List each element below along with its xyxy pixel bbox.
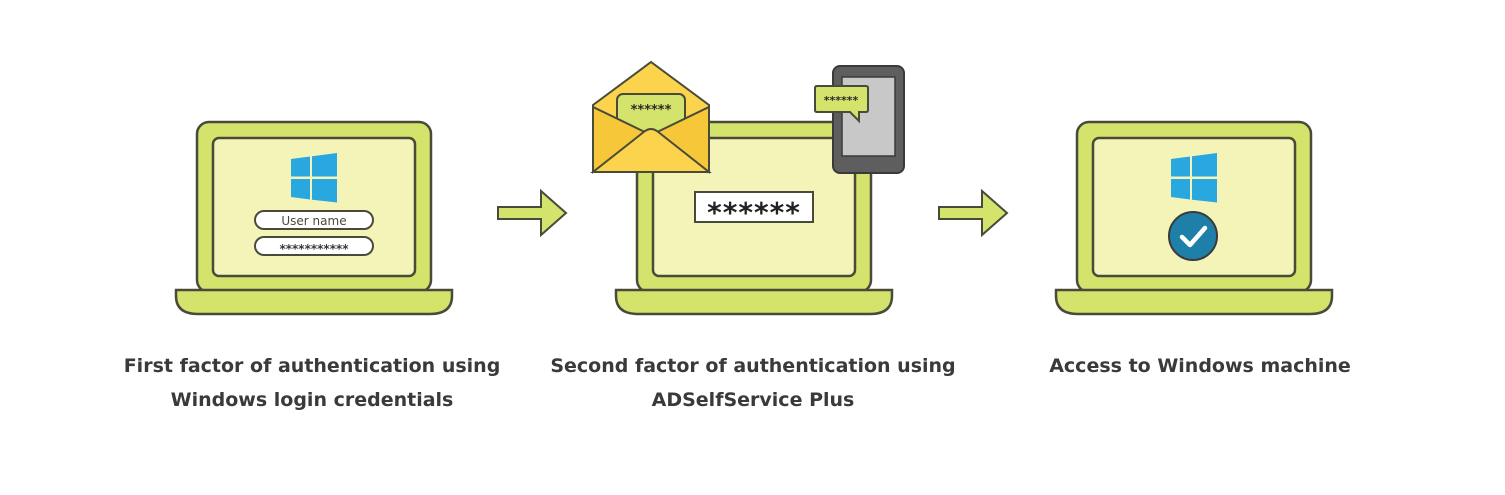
caption-step-3: Access to Windows machine	[970, 349, 1430, 383]
laptop-step-1: User name ***********	[174, 120, 454, 316]
username-placeholder: User name	[281, 214, 346, 228]
password-mask: ***********	[279, 242, 349, 256]
email-code: ******	[631, 103, 672, 118]
password-field	[254, 236, 374, 256]
envelope-icon: ******	[590, 60, 712, 174]
username-field	[254, 210, 374, 230]
code-entry-field	[694, 191, 814, 223]
caption-step-1-line-2: Windows login credentials	[170, 389, 454, 411]
caption-step-1: First factor of authentication using Win…	[82, 349, 542, 417]
laptop-step-3	[1054, 120, 1334, 316]
caption-step-1-line-1: First factor of authentication using	[123, 355, 501, 377]
check-circle-icon	[1168, 211, 1218, 261]
sms-code: ******	[824, 94, 859, 107]
code-entry-value: ******	[707, 196, 801, 229]
smartphone-icon: ******	[814, 65, 905, 174]
caption-step-3-line-1: Access to Windows machine	[1049, 355, 1351, 377]
caption-step-2: Second factor of authentication using AD…	[523, 349, 983, 417]
caption-step-2-line-2: ADSelfService Plus	[651, 389, 855, 411]
arrow-right-icon	[938, 188, 1009, 238]
caption-step-2-line-1: Second factor of authentication using	[550, 355, 956, 377]
arrow-right-icon	[497, 188, 568, 238]
